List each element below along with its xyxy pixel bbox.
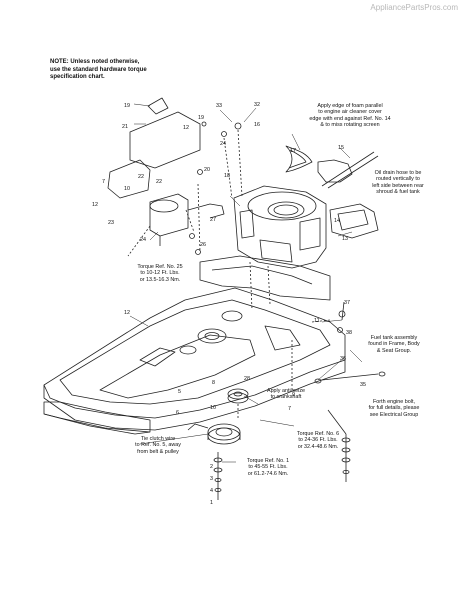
leader-lines — [129, 103, 363, 463]
electric-clutch — [187, 423, 241, 445]
callout-oil-drain: Oil drain hose to be routed vertically t… — [372, 170, 424, 196]
callout-foam-parallel: Apply edge of foam parallel to engine ai… — [309, 103, 391, 129]
rear-shroud — [329, 203, 379, 239]
ref-24b: 24 — [140, 237, 146, 243]
ref-13: 13 — [342, 236, 348, 242]
ref-11: 11 — [314, 318, 320, 324]
callout-forth-engine-bolt: Forth engine bolt, for full details, ple… — [368, 399, 420, 418]
ref-7: 7 — [102, 179, 105, 185]
front-bumper — [43, 401, 151, 435]
ref-21: 21 — [122, 124, 128, 130]
ref-7b: 7 — [288, 406, 291, 412]
ref-8: 8 — [212, 380, 215, 386]
callout-torque-1: Torque Ref. No. 1 to 45-55 Ft. Lbs. or 6… — [246, 458, 290, 477]
routing-lines — [127, 129, 331, 420]
ref-17: 17 — [290, 148, 296, 154]
engine-mount-bracket — [199, 255, 331, 301]
ref-20: 20 — [204, 167, 210, 173]
ref-18: 18 — [224, 173, 230, 179]
ref-33: 33 — [216, 103, 222, 109]
ref-32: 32 — [254, 102, 260, 108]
ref-12c: 12 — [124, 310, 130, 316]
callout-tie-clutch: Tie clutch wire to Ref. No. 5, away from… — [135, 436, 181, 455]
ref-37: 37 — [344, 300, 350, 306]
ref-19: 19 — [124, 103, 130, 109]
crankshaft-bolt-stack — [213, 452, 223, 500]
ref-14: 14 — [334, 218, 340, 224]
ref-16: 16 — [254, 122, 260, 128]
ref-15: 15 — [338, 145, 344, 151]
ref-22a: 22 — [138, 174, 144, 180]
ref-28: 28 — [244, 376, 250, 382]
callout-fuel-tank: Fuel tank assembly found in Frame, Body … — [368, 335, 420, 354]
oil-drain-hose — [317, 151, 379, 189]
ref-9: 9 — [292, 392, 295, 398]
belt — [285, 145, 313, 173]
deck-frame — [43, 287, 346, 431]
callout-torque-25: Torque Ref. No. 25 to 10-12 Ft. Lbs. or … — [137, 264, 183, 283]
fuel-line — [314, 371, 386, 384]
ref-35: 35 — [360, 382, 366, 388]
ref-10b: 10 — [210, 405, 216, 411]
ref-4: 4 — [210, 488, 213, 494]
fasteners — [189, 121, 346, 333]
ref-24a: 24 — [220, 141, 226, 147]
torque-note: NOTE: Unless noted otherwise, use the st… — [50, 59, 147, 80]
ref-5: 5 — [178, 389, 181, 395]
ref-1: 1 — [210, 500, 213, 506]
engine-bolt-stack — [327, 409, 351, 482]
heat-shields — [107, 97, 201, 199]
ref-27: 27 — [210, 217, 216, 223]
ref-2: 2 — [210, 464, 213, 470]
muffler — [149, 193, 225, 246]
ref-26: 26 — [200, 242, 206, 248]
ref-12b: 12 — [92, 202, 98, 208]
ref-10: 10 — [124, 186, 130, 192]
ref-23: 23 — [108, 220, 114, 226]
watermark: AppliancePartsPros.com — [370, 3, 458, 12]
ref-38: 38 — [346, 330, 352, 336]
ref-3: 3 — [210, 476, 213, 482]
ref-19b: 19 — [198, 115, 204, 121]
callout-torque-6: Torque Ref. No. 6 to 24-36 Ft. Lbs. or 3… — [296, 431, 340, 450]
ref-12a: 12 — [183, 125, 189, 131]
ref-22b: 22 — [156, 179, 162, 185]
engine — [233, 185, 327, 269]
ref-36: 36 — [340, 356, 346, 362]
ref-6: 6 — [176, 410, 179, 416]
engine-pulley — [227, 388, 249, 404]
